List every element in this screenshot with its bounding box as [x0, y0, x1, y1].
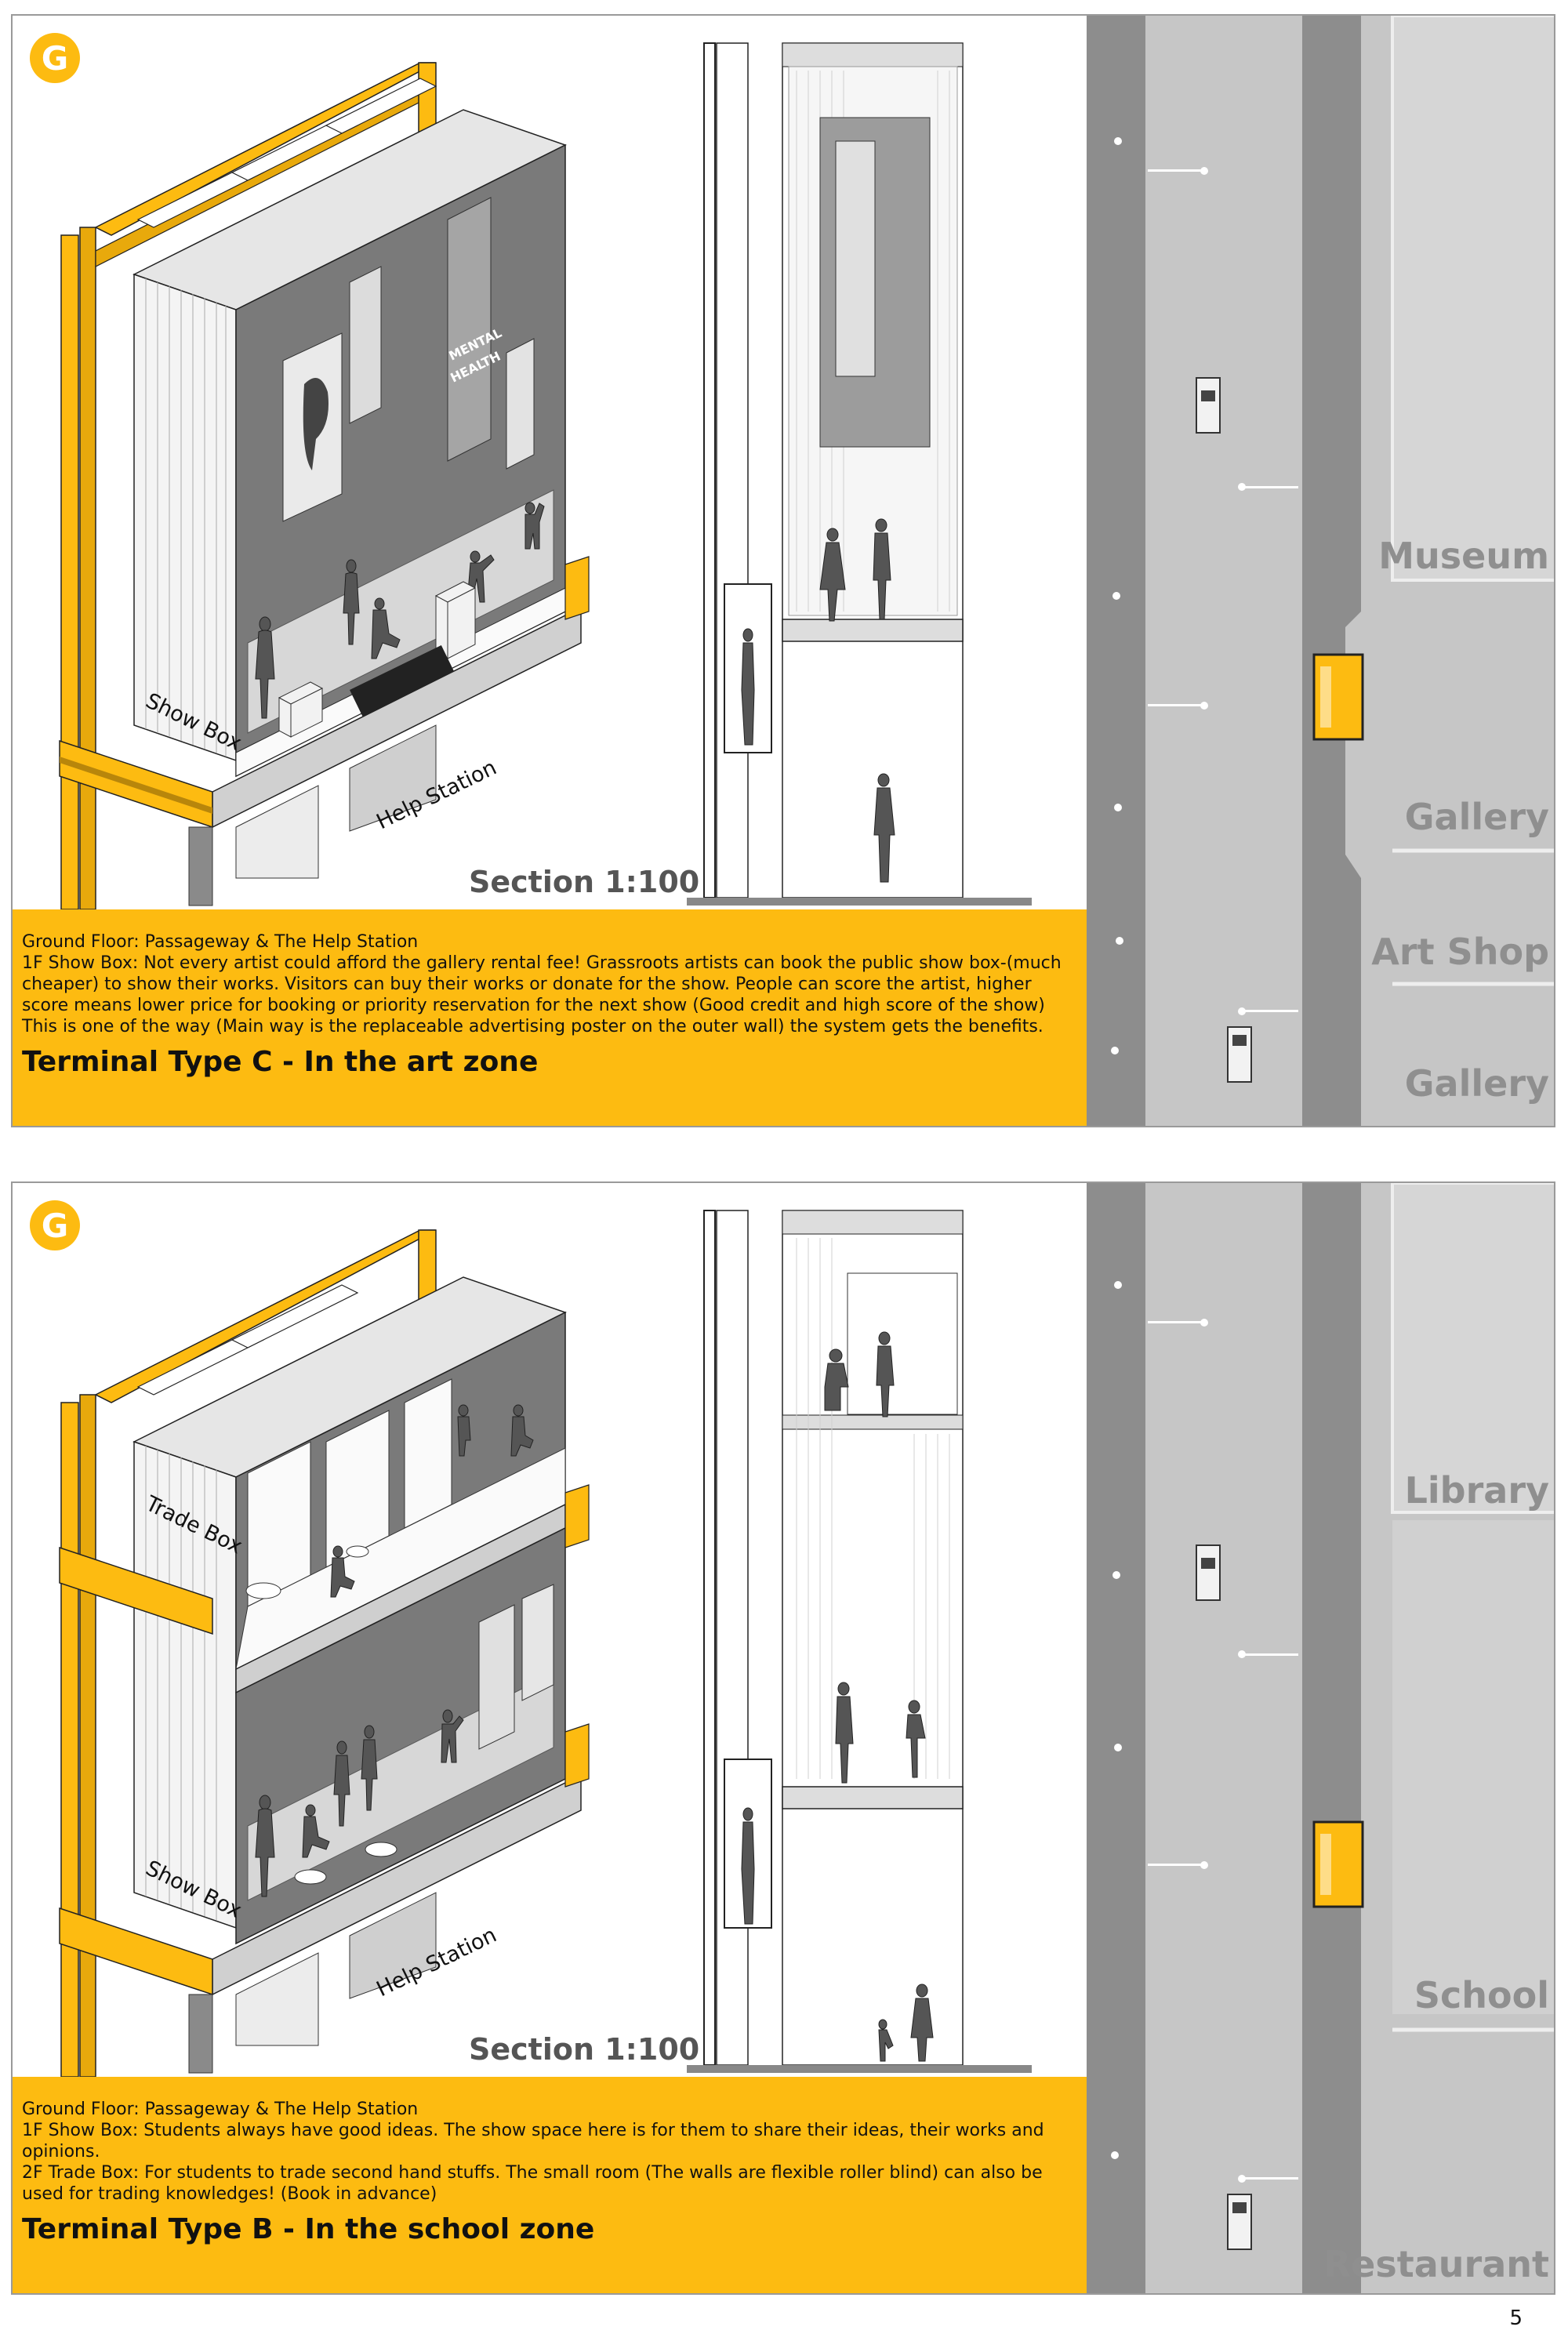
zone-label-library: Library — [1405, 1469, 1549, 1512]
corrugated-side-wall — [133, 273, 237, 762]
g-badge: G — [30, 33, 80, 83]
student-figures — [255, 1404, 534, 1897]
caption-line-ground: Ground Floor: Passageway & The Help Stat… — [22, 932, 419, 952]
caption-line-show-box: 1F Show Box: Not every artist could affo… — [22, 953, 1062, 1036]
site-map-school-zone: Library School Restaurant — [1087, 1183, 1554, 2293]
terminal-c-panel: MENTAL HEALTH — [11, 14, 1555, 1127]
corrugated-side-wall — [133, 1440, 237, 1929]
section-drawing: Section 1:100 — [469, 1210, 1032, 2073]
vehicle — [1227, 2194, 1252, 2250]
terminal-b-panel: Section 1:100 Trade Box Show Box Help St… — [11, 1181, 1555, 2295]
vehicle — [1196, 377, 1221, 434]
terminal-title: Terminal Type B - In the school zone — [22, 2213, 595, 2245]
caption-line-ground: Ground Floor: Passageway & The Help Stat… — [22, 2100, 419, 2119]
zone-label-museum: Museum — [1378, 535, 1549, 577]
zone-label-gallery-2: Gallery — [1405, 1062, 1549, 1105]
terminal-b-drawing: Section 1:100 Trade Box Show Box Help St… — [59, 1210, 1032, 2077]
page-number: 5 — [1509, 2307, 1523, 2330]
section-label: Section 1:100 — [469, 865, 699, 899]
section-drawing: Section 1:100 — [469, 42, 1032, 906]
terminal-title: Terminal Type C - In the art zone — [22, 1046, 539, 1078]
caption-line-show-box: 1F Show Box: Students always have good i… — [22, 2121, 1044, 2161]
zone-label-art-shop: Art Shop — [1371, 931, 1549, 973]
zone-label-school: School — [1414, 1974, 1549, 2016]
base-slab — [59, 556, 590, 906]
g-badge: G — [30, 1200, 80, 1250]
visitor-figures — [255, 502, 545, 719]
base-slab — [59, 1484, 590, 2074]
caption-terminal-b: Ground Floor: Passageway & The Help Stat… — [13, 2077, 1087, 2293]
zone-label-gallery: Gallery — [1405, 796, 1549, 838]
terminal-c-drawing: MENTAL HEALTH — [59, 42, 1032, 909]
vehicle — [1227, 1026, 1252, 1083]
vehicle — [1196, 1544, 1221, 1601]
site-map-art-zone: Museum Gallery Art Shop Gallery — [1087, 16, 1554, 1126]
caption-line-trade-box: 2F Trade Box: For students to trade seco… — [22, 2163, 1043, 2204]
section-label: Section 1:100 — [469, 2032, 699, 2067]
zone-label-restaurant: Restaurant — [1323, 2243, 1549, 2285]
caption-terminal-c: Ground Floor: Passageway & The Help Stat… — [13, 909, 1087, 1126]
